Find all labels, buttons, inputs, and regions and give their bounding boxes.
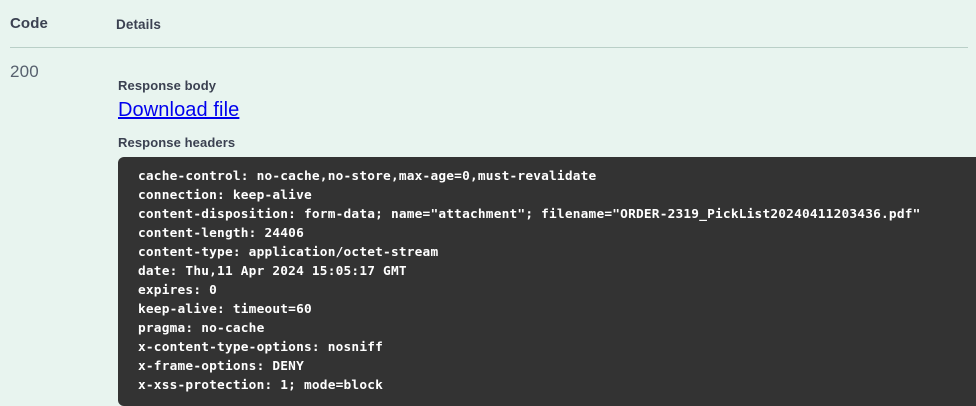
status-code-value: 200 (10, 62, 39, 81)
response-header-line: expires: 0 (138, 283, 218, 298)
column-header-code: Code (10, 15, 48, 32)
response-header-line: content-length: 24406 (138, 226, 304, 241)
response-header-line: x-xss-protection: 1; mode=block (138, 378, 384, 393)
response-header-line: content-disposition: form-data; name="at… (138, 207, 921, 222)
response-body-label: Response body (118, 78, 217, 93)
response-header-line: cache-control: no-cache,no-store,max-age… (138, 169, 597, 184)
response-headers-label: Response headers (118, 135, 236, 150)
response-header-line: pragma: no-cache (138, 321, 265, 336)
response-header-line: x-content-type-options: nosniff (138, 340, 384, 355)
header-divider (10, 47, 968, 48)
response-header-line: keep-alive: timeout=60 (138, 302, 312, 317)
response-headers-block: cache-control: no-cache,no-store,max-age… (118, 157, 976, 406)
response-table-header: Code Details (0, 0, 976, 48)
response-header-line: connection: keep-alive (138, 188, 312, 203)
response-headers-text: cache-control: no-cache,no-store,max-age… (138, 167, 976, 395)
response-header-line: x-frame-options: DENY (138, 359, 304, 374)
response-header-line: content-type: application/octet-stream (138, 245, 439, 260)
response-header-line: date: Thu,11 Apr 2024 15:05:17 GMT (138, 264, 407, 279)
column-header-details: Details (116, 17, 161, 32)
download-file-link[interactable]: Download file (118, 99, 240, 121)
